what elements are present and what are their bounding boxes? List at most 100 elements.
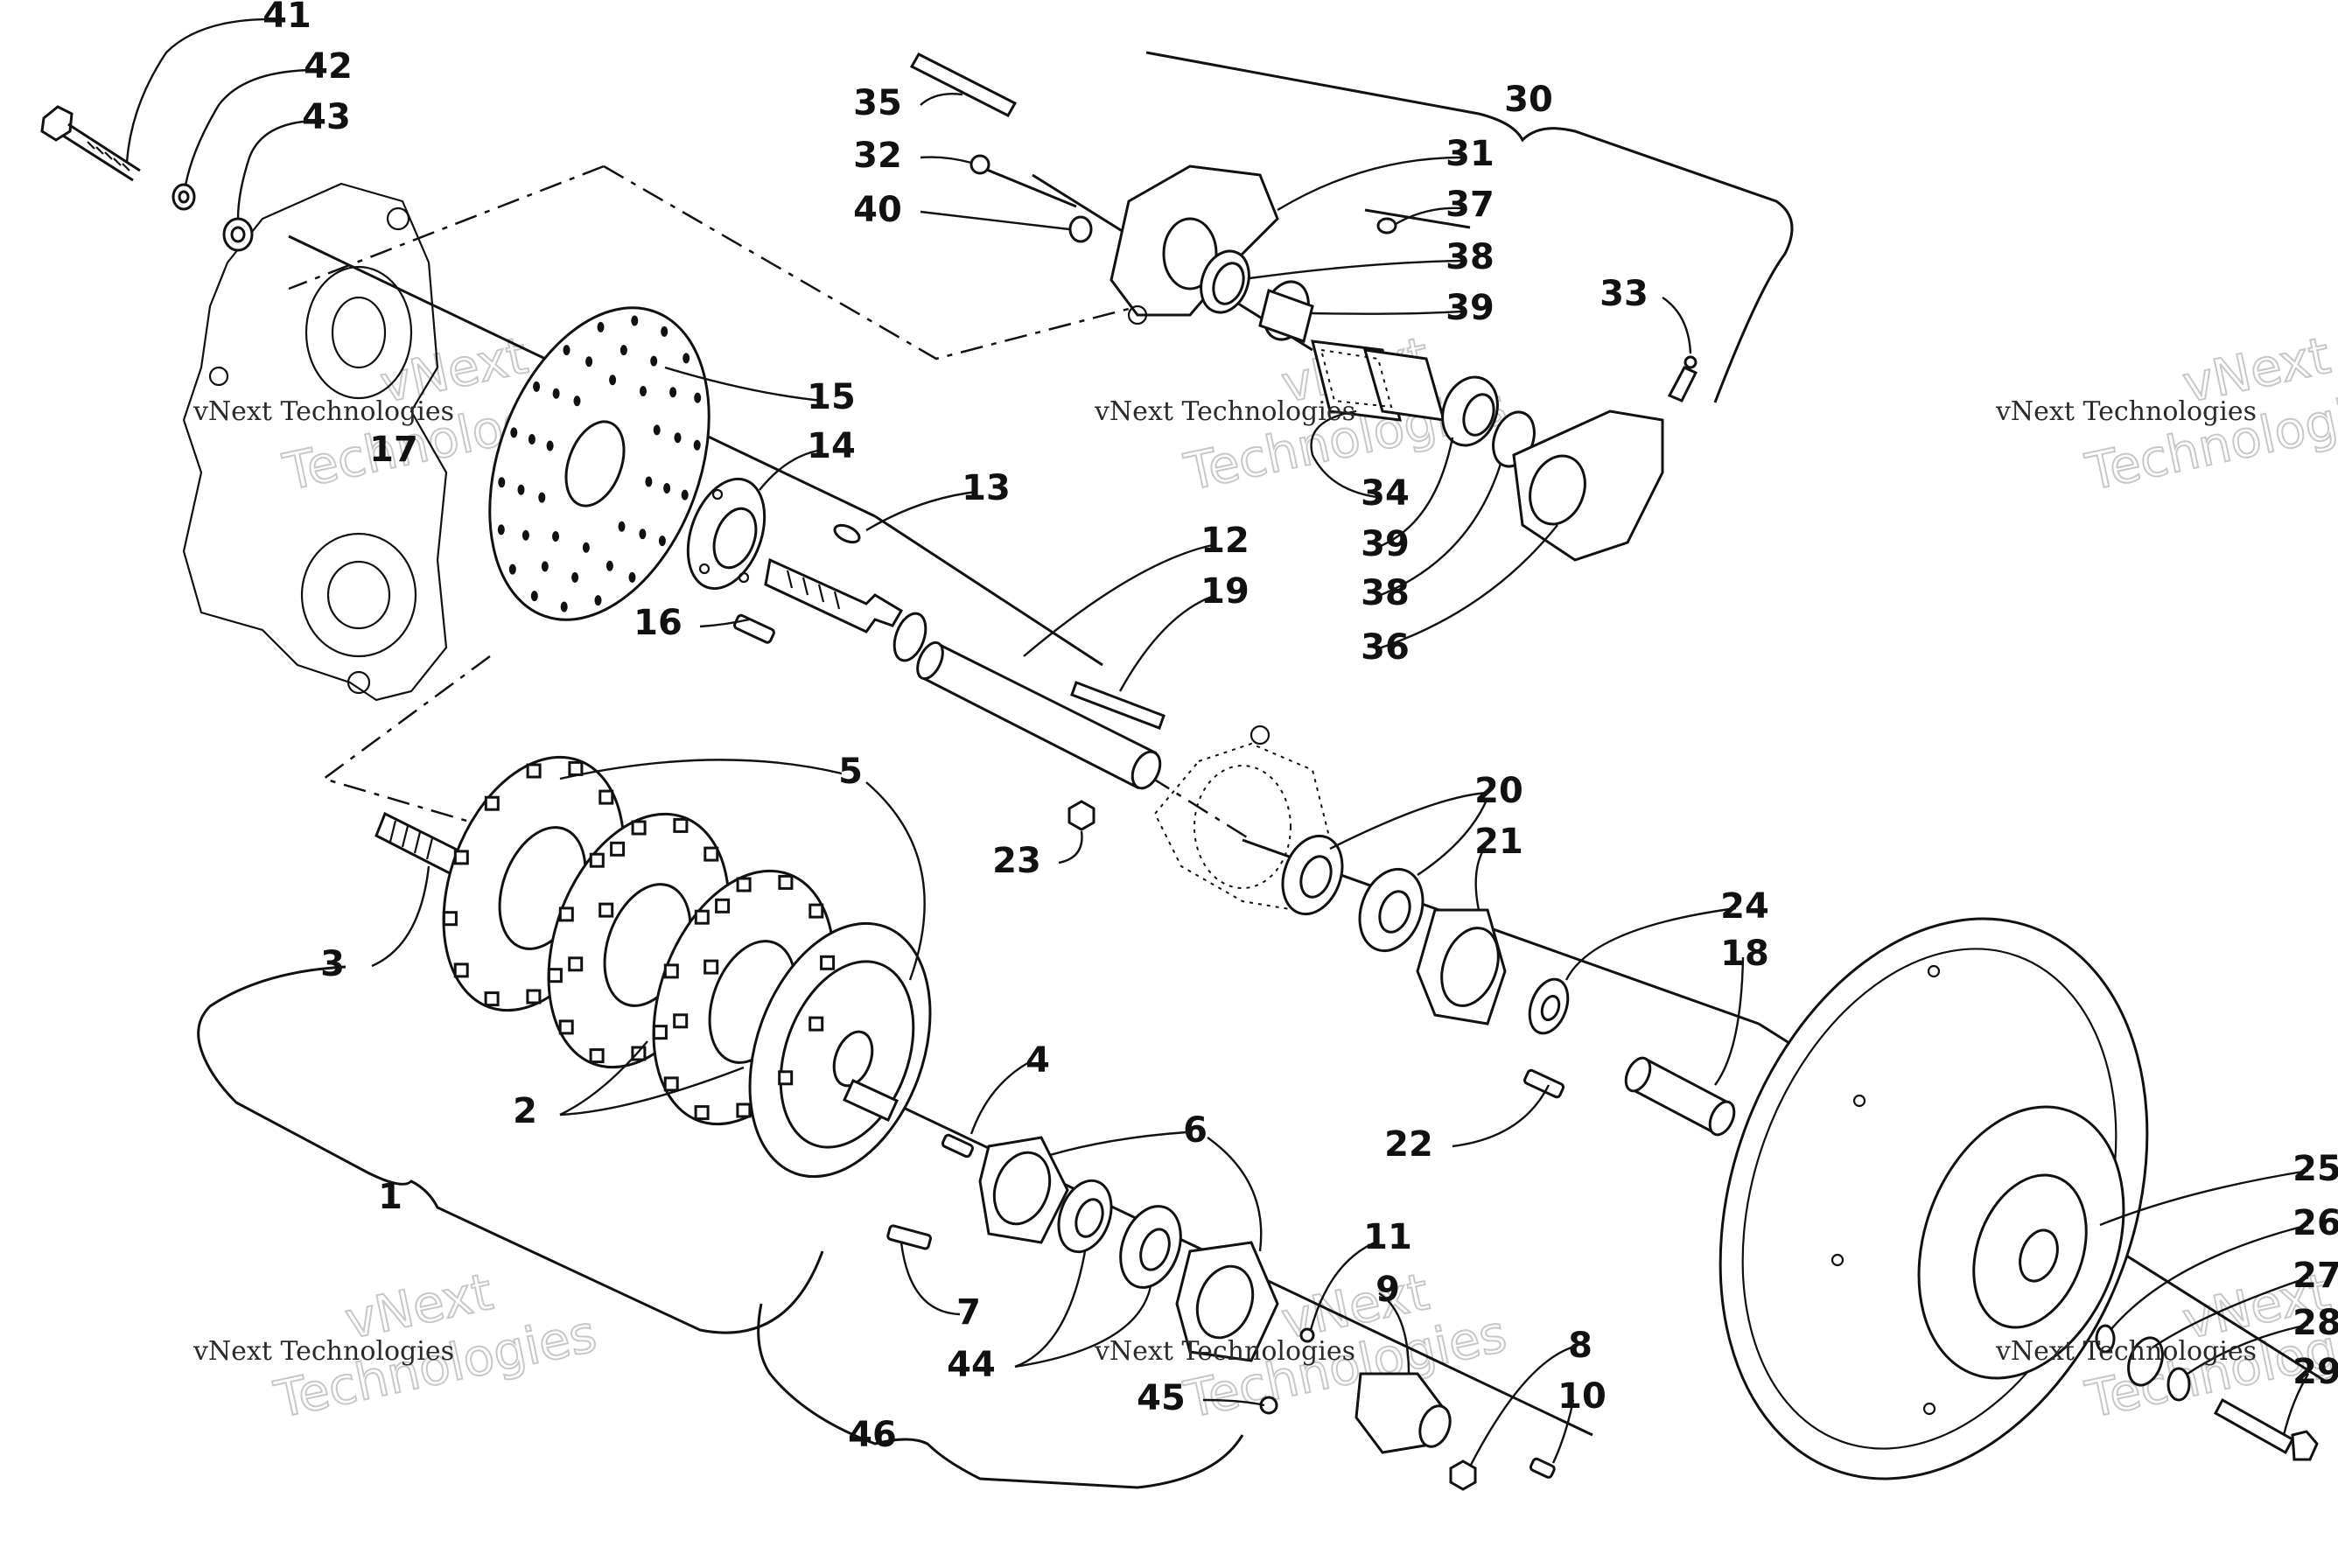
nut-23 <box>1068 800 1096 831</box>
callout-38: 38 <box>1361 573 1410 613</box>
callout-44: 44 <box>947 1345 996 1385</box>
bearing-44a <box>1057 1179 1113 1254</box>
bearing-20b <box>1358 867 1424 953</box>
callout-33: 33 <box>1600 274 1648 314</box>
disc-hole <box>640 386 647 396</box>
nut-37 <box>1376 217 1397 234</box>
spacer-18 <box>1624 1056 1736 1137</box>
drive-sprocket-assembly <box>374 755 932 1179</box>
callout-7: 7 <box>956 1292 981 1333</box>
disc-hole <box>517 484 525 495</box>
callout-9: 9 <box>1376 1270 1400 1310</box>
callout-38: 38 <box>1446 237 1494 277</box>
sprocket-tooth <box>631 820 647 836</box>
callout-13: 13 <box>962 468 1011 508</box>
disc-hole <box>530 591 538 602</box>
callout-1: 1 <box>378 1177 402 1217</box>
washer-42 <box>172 183 196 211</box>
sprocket-tooth <box>663 963 679 979</box>
disc-hole <box>693 439 701 451</box>
sprocket-tooth <box>484 991 500 1007</box>
callout-2: 2 <box>513 1091 537 1131</box>
watermark-text: vNext Technologies <box>192 396 454 427</box>
sprocket-tooth <box>663 1076 679 1092</box>
callout-30: 30 <box>1504 80 1553 120</box>
sprocket-tooth <box>610 841 626 857</box>
callout-43: 43 <box>302 97 351 137</box>
disc-hole <box>669 387 677 398</box>
disc-hole <box>663 483 671 494</box>
bolt-16 <box>733 613 775 644</box>
sprocket-tooth <box>694 909 710 925</box>
sprocket-tooth <box>736 877 752 892</box>
sprocket-tooth <box>694 1105 710 1121</box>
key-13 <box>833 523 861 544</box>
disc-hole <box>552 388 560 399</box>
callout-27: 27 <box>2292 1256 2338 1296</box>
disc-hole <box>609 374 617 386</box>
disc-hole <box>606 560 613 571</box>
callout-24: 24 <box>1720 886 1769 927</box>
callout-16: 16 <box>634 603 682 643</box>
disc-hole <box>650 355 658 367</box>
bearing-20a <box>1281 834 1344 916</box>
sprocket-tooth <box>715 898 731 914</box>
dash-dot-lines <box>288 164 1252 842</box>
callout-10: 10 <box>1558 1376 1606 1417</box>
callout-6: 6 <box>1183 1110 1208 1151</box>
bearing-44b <box>1119 1205 1182 1289</box>
callout-46: 46 <box>848 1415 897 1455</box>
watermark-text: vNext Technologies <box>192 1336 454 1367</box>
disc-hole <box>639 528 647 540</box>
sprocket-tooth <box>589 852 605 868</box>
sprocket-tooth <box>568 760 584 776</box>
callout-45: 45 <box>1137 1378 1186 1418</box>
speedometer-drive-9 <box>1354 1372 1452 1454</box>
sprocket-tooth <box>598 902 614 918</box>
disc-hole <box>597 321 605 332</box>
disc-hole <box>628 571 636 583</box>
group-braces <box>197 51 1794 1489</box>
callout-4: 4 <box>1026 1040 1050 1081</box>
bolt-32 <box>970 154 1077 208</box>
flange-plate-6a <box>978 1136 1069 1244</box>
callout-39: 39 <box>1446 288 1494 328</box>
callout-31: 31 <box>1446 134 1494 174</box>
callout-40: 40 <box>853 190 902 230</box>
sprocket-tooth <box>558 1019 574 1035</box>
sprocket-tooth <box>778 874 794 890</box>
callout-11: 11 <box>1363 1217 1412 1257</box>
disc-hole <box>694 392 702 403</box>
sprocket-tooth <box>808 1016 824 1032</box>
callout-26: 26 <box>2292 1203 2338 1243</box>
disc-hole <box>498 477 506 488</box>
seal-38a <box>1200 249 1250 314</box>
sprocket-tooth <box>547 968 563 984</box>
sprocket-tooth <box>453 962 469 978</box>
sprocket-tooth <box>484 795 500 811</box>
callout-36: 36 <box>1361 627 1410 668</box>
bolt-41 <box>40 105 141 182</box>
disc-hole <box>541 561 549 572</box>
bearing-flange-21 <box>1416 908 1507 1026</box>
disc-hole <box>497 524 505 536</box>
shaft-12 <box>916 640 1162 790</box>
disc-hole <box>582 542 590 553</box>
cotter-pin-35 <box>909 52 1018 117</box>
sprocket-tooth <box>526 763 542 779</box>
leader-lines <box>125 18 2310 1467</box>
flange-plate-6b <box>1175 1241 1279 1362</box>
disc-hole <box>571 571 579 583</box>
washer-28 <box>2166 1367 2191 1402</box>
watermark-text: vNext Technologies <box>1995 396 2257 427</box>
callout-3: 3 <box>320 944 345 984</box>
piston-39a <box>1258 280 1314 343</box>
callout-34: 34 <box>1361 473 1410 514</box>
sprocket-tooth <box>673 817 689 833</box>
bolt-22 <box>1523 1068 1565 1099</box>
bleeder-33 <box>1667 355 1698 402</box>
washer-40 <box>1068 215 1093 243</box>
callout-21: 21 <box>1474 822 1523 862</box>
callout-12: 12 <box>1200 521 1250 561</box>
sprocket-tooth <box>704 959 719 975</box>
